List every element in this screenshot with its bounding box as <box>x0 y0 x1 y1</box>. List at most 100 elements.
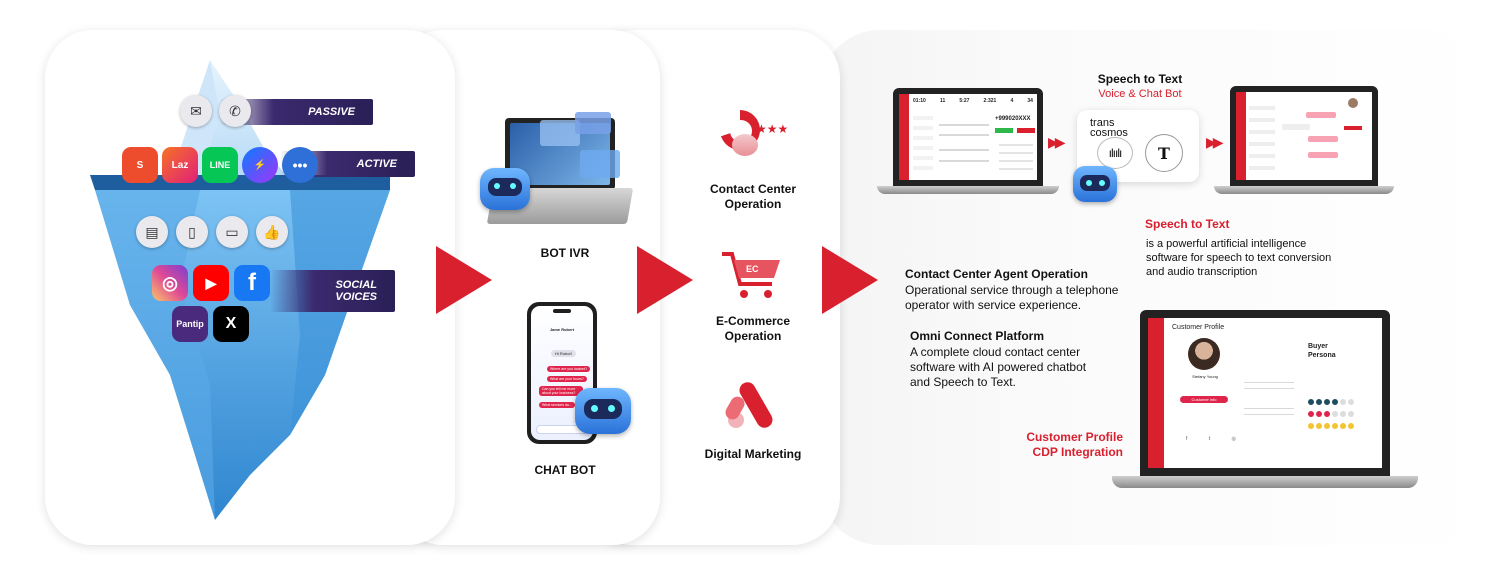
double-arrow-1-icon: ▶▶ <box>1048 134 1065 150</box>
omni-heading: Omni Connect Platform <box>910 329 1045 343</box>
messenger-icon: ⚡ <box>242 147 278 183</box>
passive-label: PASSIVE <box>308 106 355 118</box>
speech-desc-line-3: and audio transcription <box>1146 266 1258 278</box>
phone-msg-4: What services do... <box>539 402 575 408</box>
cdp-label: Customer Profile CDP Integration <box>1000 430 1123 460</box>
transcosmos-line-2: cosmos <box>1090 127 1128 139</box>
chat-contact-list <box>1249 100 1275 178</box>
dial-keypad <box>999 138 1033 176</box>
floating-card-2 <box>575 112 611 134</box>
dialer-line-3 <box>939 149 989 151</box>
phone-contact-name: Jame Robert <box>549 327 575 332</box>
active-label: ACTIVE <box>356 158 397 170</box>
phone-msg-3: Can you tell me more about your business… <box>539 386 583 396</box>
profile-title: Customer Profile <box>1172 324 1225 331</box>
dialer-line-4 <box>939 160 989 162</box>
speech-to-text-title: Speech to Text <box>1097 72 1183 86</box>
contact-center-icon <box>720 110 762 156</box>
comments-icon: ▤ <box>136 216 168 248</box>
social-icons-row: f t ◎ <box>1186 436 1246 442</box>
dialer-laptop-screen: 01:10 11 5:27 2:321 4 34 +999020XXX <box>893 88 1043 186</box>
stat-2: 11 <box>939 98 946 104</box>
dialer-line-2 <box>939 134 989 136</box>
x-icon: X <box>213 306 249 342</box>
speech-red-heading: Speech to Text <box>1145 217 1230 231</box>
agent-list <box>913 116 933 176</box>
chat-bot-label: CHAT BOT <box>534 463 596 477</box>
phone-msg-1: Where are you located? <box>547 366 591 372</box>
youtube-icon: ▶ <box>193 265 229 301</box>
thumbs-up-icon: 👍 <box>256 216 288 248</box>
chat-laptop-screen <box>1230 86 1378 186</box>
social-label: SOCIAL <box>335 279 377 291</box>
shopping-cart-icon <box>722 252 780 298</box>
mobile-icon: ▯ <box>176 216 208 248</box>
speech-desc-line-2: software for speech to text conversion <box>1146 252 1332 264</box>
pantip-icon: Pantip <box>172 306 208 342</box>
chat-bubble-1 <box>1306 112 1336 118</box>
waveform-icon: ılıılı <box>1097 137 1133 169</box>
dialer-line-1 <box>939 124 989 126</box>
phone-msg-2: What are your hours? <box>547 376 587 382</box>
chat-sidebar <box>1236 92 1246 180</box>
stat-4: 2:321 <box>983 98 997 104</box>
dialer-laptop-base <box>877 186 1059 194</box>
omni-description: A complete cloud contact center software… <box>910 345 1086 390</box>
x-text: X <box>225 315 237 332</box>
phone-icon: ✆ <box>219 95 251 127</box>
arrow-2-icon <box>637 246 693 314</box>
cdp-line-1: Customer Profile <box>1026 430 1123 444</box>
chat-avatar <box>1348 98 1358 108</box>
dial-number: +999020XXX <box>995 116 1031 122</box>
chat-bubble-icon: ••• <box>282 147 318 183</box>
skill-dots-1 <box>1308 398 1356 405</box>
chat-detail-button[interactable] <box>1344 126 1362 130</box>
chat-bubble-3 <box>1308 136 1338 142</box>
shopee-icon: S <box>122 147 158 183</box>
text-scan-icon: T <box>1145 134 1183 172</box>
omni-desc-line-1: A complete cloud contact center <box>910 345 1081 359</box>
lazada-text: Laz <box>171 159 189 171</box>
shopee-text: S <box>136 159 144 171</box>
profile-sidebar <box>1148 318 1164 468</box>
profile-avatar <box>1188 338 1220 370</box>
dial-end-button[interactable] <box>1017 128 1035 133</box>
arrow-1-icon <box>436 246 492 314</box>
line-icon: LINE <box>202 147 238 183</box>
robot-chat-icon <box>575 388 631 434</box>
ec-badge: EC <box>746 264 759 274</box>
profile-info-button[interactable]: Customer info <box>1180 396 1228 403</box>
floating-card-1 <box>540 120 580 146</box>
digital-marketing-label: Digital Marketing <box>704 447 802 461</box>
facebook-icon: f <box>234 265 270 301</box>
ecommerce-label: E-Commerce Operation <box>688 314 818 344</box>
stars-icon: ★★★ <box>756 122 789 136</box>
profile-line-4 <box>1244 414 1294 415</box>
profile-laptop-base <box>1112 476 1418 488</box>
arrow-3-icon <box>822 246 878 314</box>
profile-line-3 <box>1244 408 1294 409</box>
chat-bubble-2 <box>1282 124 1310 130</box>
contact-center-line-1: Contact Center <box>709 182 796 196</box>
double-arrow-2-icon: ▶▶ <box>1206 134 1223 150</box>
facebook-text: f <box>248 269 256 296</box>
agent-heading: Contact Center Agent Operation <box>905 267 1088 281</box>
cdp-line-2: CDP Integration <box>1032 445 1123 459</box>
laptop-icon: ▭ <box>216 216 248 248</box>
transcosmos-logo: trans cosmos <box>1090 118 1128 139</box>
speech-desc-line-1: is a powerful artificial intelligence <box>1146 238 1307 250</box>
ecommerce-line-1: E-Commerce <box>715 314 791 328</box>
agent-desc-line-1: Operational service through a telephone <box>905 283 1119 297</box>
dial-call-button[interactable] <box>995 128 1013 133</box>
agent-description: Operational service through a telephone … <box>905 283 1118 313</box>
speech-subtitle: Voice & Chat Bot <box>1098 88 1182 100</box>
skill-dots-2 <box>1308 410 1356 417</box>
pantip-text: Pantip <box>176 319 204 329</box>
social-voices-tag: SOCIAL VOICES <box>270 270 395 312</box>
bot-ivr-label: BOT IVR <box>540 246 590 260</box>
phone-greeting: Hi Robot! <box>551 350 576 357</box>
stat-5: 4 <box>1010 98 1014 104</box>
mail-icon: ✉ <box>180 95 212 127</box>
profile-line-2 <box>1244 388 1294 389</box>
persona-line: Persona <box>1308 352 1336 359</box>
